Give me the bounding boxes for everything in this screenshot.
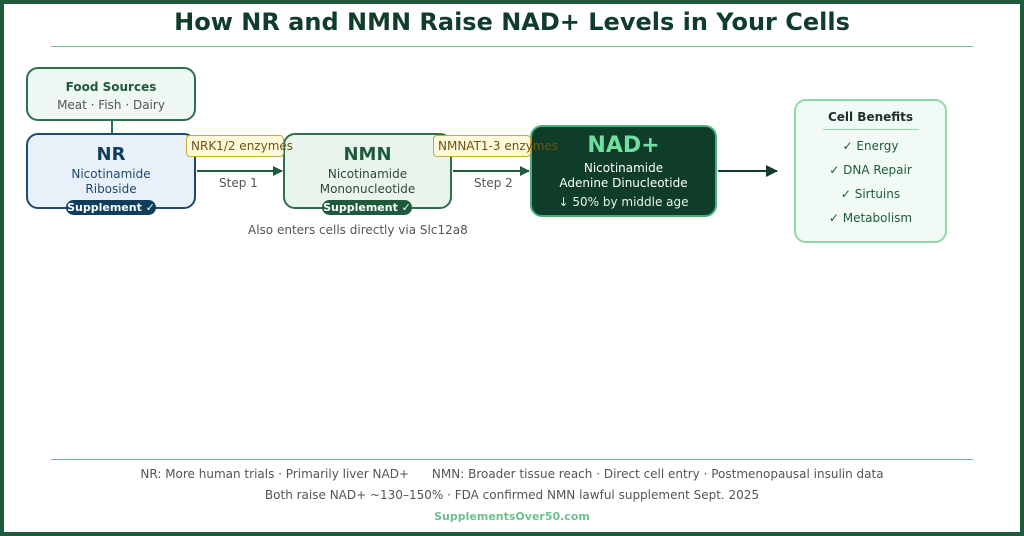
title-divider — [51, 46, 973, 47]
nmn-title: NMN — [343, 144, 392, 165]
nmn-direct-entry-note: Also enters cells directly via Slc12a8 — [248, 223, 468, 237]
step1-enzyme-label: NRK1/2 enzymes — [186, 135, 293, 157]
nmn-name-line1: Nicotinamide — [327, 167, 408, 181]
site-credit: SupplementsOver50.com — [434, 510, 590, 523]
footer-nr-line: NR: More human trials · Primarily liver … — [140, 467, 410, 481]
food-sources-box: Food Sources Meat · Fish · Dairy — [26, 67, 196, 121]
benefit-item: ✓ Energy — [842, 139, 899, 153]
cell-benefits-title: Cell Benefits — [827, 110, 914, 124]
nad-name-line2: Adenine Dinucleotide — [559, 176, 688, 190]
nad-decline-note: ↓ 50% by middle age — [558, 195, 689, 209]
benefit-item: ✓ Metabolism — [828, 211, 913, 225]
cell-benefits-underline — [822, 129, 919, 130]
nr-name-line1: Nicotinamide — [71, 167, 151, 181]
food-to-nr-connector — [111, 121, 113, 134]
footer-nmn-line: NMN: Broader tissue reach · Direct cell … — [431, 467, 884, 481]
food-sources-items: Meat · Fish · Dairy — [57, 98, 165, 112]
nmn-box: NMN Nicotinamide Mononucleotide — [283, 133, 452, 209]
step2-label: Step 2 — [474, 176, 513, 190]
nr-title: NR — [96, 144, 126, 165]
nr-supplement-badge: Supplement ✓ — [66, 200, 156, 215]
nmn-name-line2: Mononucleotide — [319, 182, 416, 196]
page-title: How NR and NMN Raise NAD+ Levels in Your… — [174, 8, 850, 36]
food-sources-title: Food Sources — [65, 80, 157, 94]
footer-summary: Both raise NAD+ ~130–150% · FDA confirme… — [264, 488, 760, 502]
step2-enzyme-label: NMNAT1-3 enzymes — [433, 135, 558, 157]
cell-benefits-box: Cell Benefits ✓ Energy ✓ DNA Repair ✓ Si… — [794, 99, 947, 243]
nr-box: NR Nicotinamide Riboside — [26, 133, 196, 209]
nr-name-line2: Riboside — [85, 182, 137, 196]
nmn-supplement-badge: Supplement ✓ — [322, 200, 412, 215]
benefit-item: ✓ DNA Repair — [829, 163, 912, 177]
benefit-item: ✓ Sirtuins — [840, 187, 901, 201]
nad-title: NAD+ — [587, 133, 660, 158]
nad-box: NAD+ Nicotinamide Adenine Dinucleotide ↓… — [530, 125, 717, 217]
step1-label: Step 1 — [219, 176, 258, 190]
nad-name-line1: Nicotinamide — [583, 161, 664, 175]
footer-comparison: NR: More human trials · Primarily liver … — [0, 467, 1024, 481]
footer-divider — [51, 459, 973, 460]
